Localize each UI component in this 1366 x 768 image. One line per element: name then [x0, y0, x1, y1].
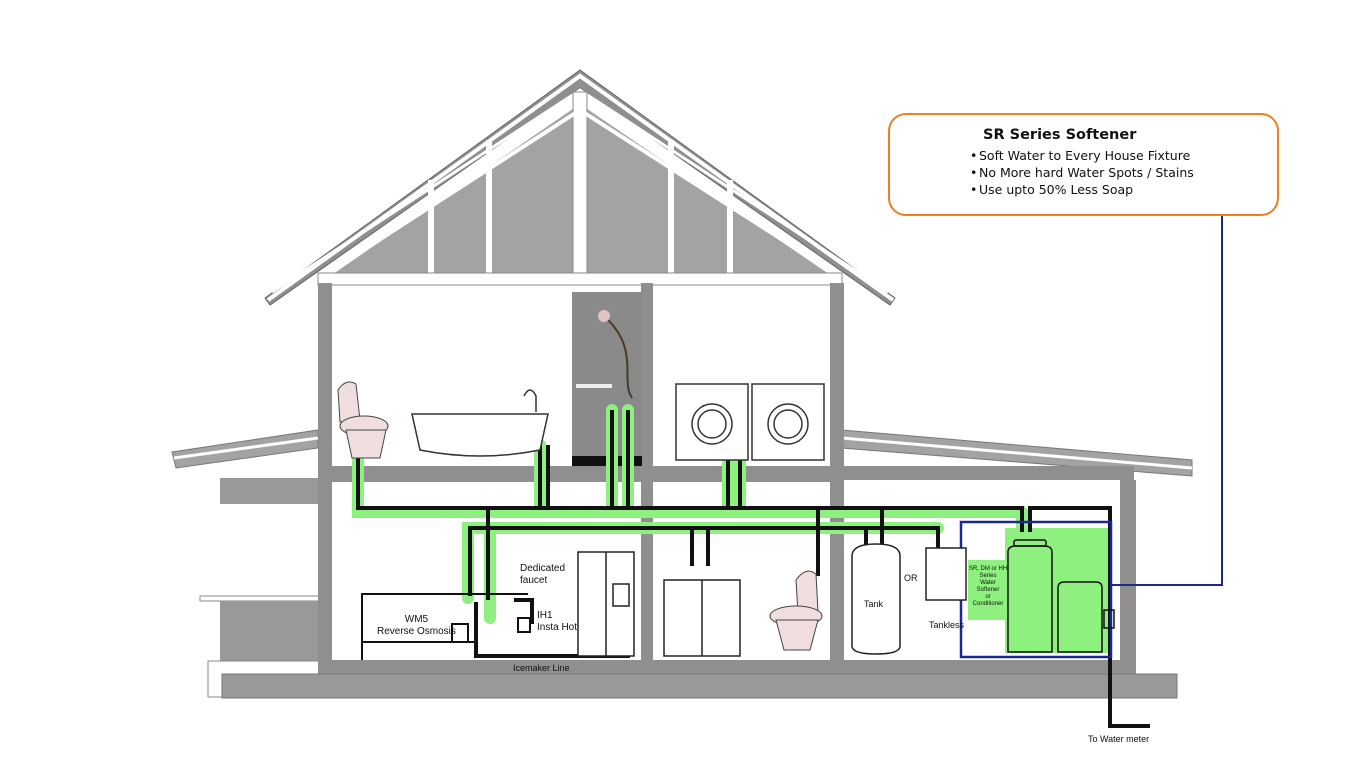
label-to-water-meter: To Water meter — [1088, 734, 1150, 744]
label-tankless: Tankless — [929, 620, 965, 630]
softener-label-glow — [968, 560, 1006, 620]
label-wm5-reverse-osmosis: WM5 Reverse Osmosis — [377, 614, 456, 637]
label-softener: SR, DM or HH Series Water Softener or Co… — [968, 566, 1008, 607]
callout-bullet: No More hard Water Spots / Stains — [970, 164, 1194, 181]
label-ih1-insta-hot: IH1 Insta Hot — [537, 610, 578, 633]
label-or: OR — [904, 573, 918, 583]
callout-connector-line — [1111, 215, 1223, 586]
label-icemaker-line: Icemaker Line — [513, 663, 570, 673]
bathtub — [411, 389, 549, 457]
downstairs-toilet — [769, 570, 823, 651]
callout-title: SR Series Softener — [983, 127, 1137, 143]
refrigerator — [577, 551, 635, 657]
main-roof — [264, 69, 896, 306]
upstairs-toilet — [337, 381, 389, 459]
label-dedicated-faucet: Dedicated faucet — [520, 563, 566, 586]
label-tank: Tank — [864, 599, 884, 609]
callout-bullet: Soft Water to Every House Fixture — [970, 147, 1194, 164]
callout-bullet: Use upto 50% Less Soap — [970, 181, 1194, 198]
building-walls — [221, 283, 1178, 699]
ro-system — [361, 593, 531, 660]
balustrades — [199, 478, 321, 698]
callout-box: SR Series Softener Soft Water to Every H… — [888, 113, 1279, 216]
softener-glow — [1005, 528, 1109, 653]
tankless-heater — [925, 547, 967, 601]
kitchen-cabinet — [663, 579, 741, 657]
callout-bullet-list: Soft Water to Every House Fixture No Mor… — [970, 147, 1194, 198]
softener-unit — [1007, 539, 1115, 653]
water-heater-tank — [851, 543, 901, 655]
washer-dryer — [675, 383, 825, 461]
